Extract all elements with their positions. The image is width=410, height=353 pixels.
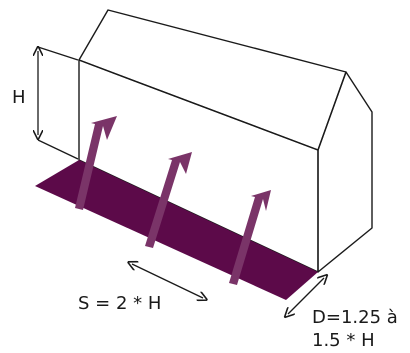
- height-extension-bottom: [37, 139, 79, 160]
- ground-strip: [35, 160, 318, 300]
- arrow-2: [145, 152, 192, 248]
- height-dimension: [37, 46, 79, 160]
- arrow-3: [229, 190, 271, 285]
- height-extension-top: [37, 46, 79, 61]
- side-wall: [317, 71, 373, 273]
- arrow-1: [75, 116, 117, 210]
- depth-label-line1: D=1.25 à: [312, 307, 398, 328]
- depth-dimension-line: [288, 278, 324, 314]
- height-label: H: [12, 87, 26, 108]
- airflow-arrows: [75, 116, 271, 285]
- depth-label-line2: 1.5 * H: [312, 330, 375, 351]
- spacing-label: S = 2 * H: [78, 293, 161, 314]
- spacing-dimension-line: [132, 264, 203, 298]
- roof: [78, 9, 347, 151]
